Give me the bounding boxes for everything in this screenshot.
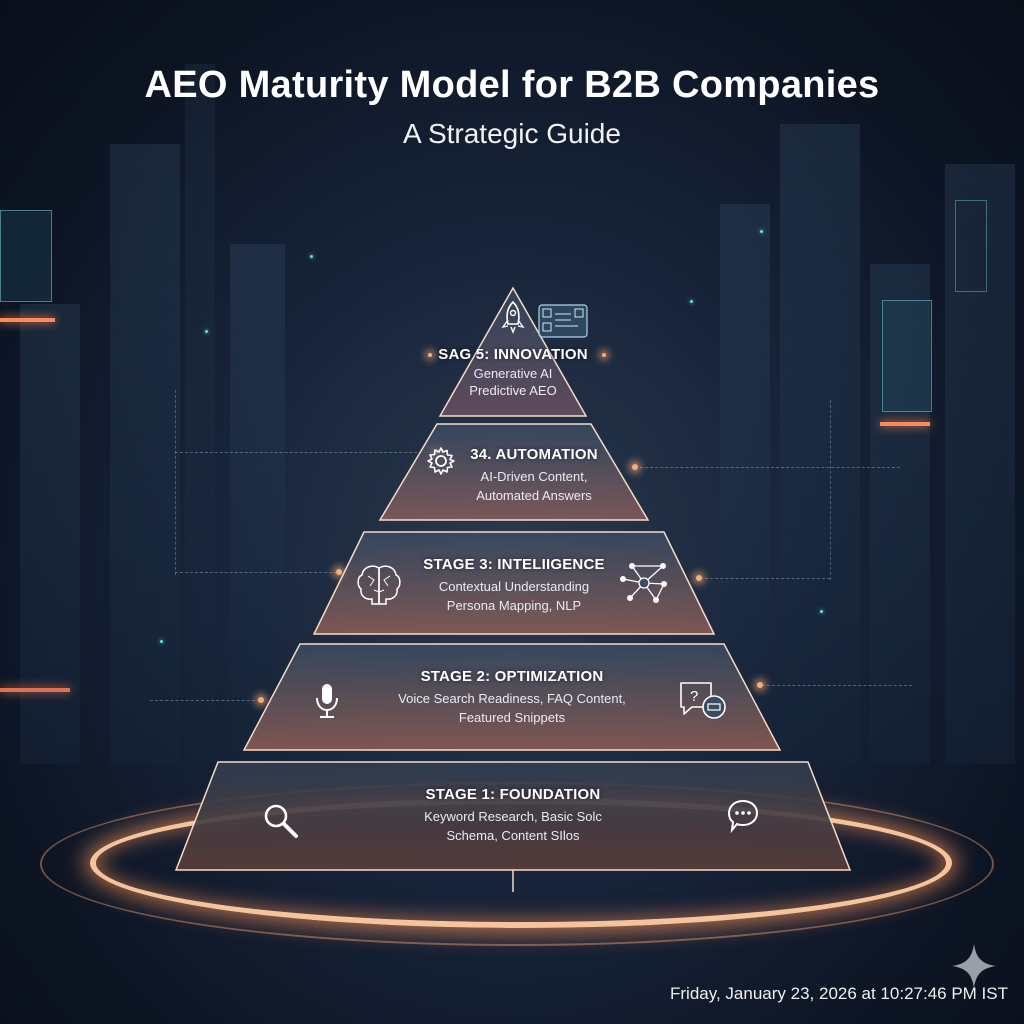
neon-accent <box>0 688 70 692</box>
stage-1-title: STAGE 1: FOUNDATION <box>425 786 601 803</box>
neon-accent <box>0 318 55 322</box>
tier-shape <box>242 643 782 751</box>
stage-5-desc-line-2: Predictive AEO <box>469 383 557 398</box>
connector-line <box>700 578 830 579</box>
particle <box>760 230 763 233</box>
connector-line <box>762 685 912 686</box>
magnifier-icon <box>264 804 298 838</box>
connector-line <box>175 390 176 575</box>
stage-3-desc-line-1: Contextual Understanding <box>438 579 590 594</box>
dashboard-panel-icon <box>538 304 588 338</box>
microphone-icon <box>316 684 338 718</box>
background-tower <box>20 304 80 764</box>
connector-line <box>640 467 900 468</box>
network-nodes-icon <box>620 563 667 603</box>
hud-panel <box>955 200 987 292</box>
sparkle-icon <box>952 944 996 988</box>
pyramid-tier-stage-2: ? STAGE 2: OPTIMIZATION Voice Search Rea… <box>242 643 782 751</box>
tier-shape <box>312 531 716 635</box>
tier-shape <box>378 423 650 521</box>
particle <box>160 640 163 643</box>
pyramid-tier-stage-4: 34. AUTOMATION AI-Driven Content, Automa… <box>378 423 650 521</box>
stage-1-desc-line-2: Schema, Content SIlos <box>446 828 580 843</box>
stage-3-desc-line-2: Persona Mapping, NLP <box>446 598 582 613</box>
chat-bubble-icon <box>727 799 759 834</box>
background-tower <box>780 124 860 764</box>
brain-icon <box>357 565 401 605</box>
particle <box>690 300 693 303</box>
stage-3-title: STAGE 3: INTELIIGENCE <box>423 556 605 573</box>
particle <box>205 330 208 333</box>
stage-1-desc-line-1: Keyword Research, Basic Solc <box>424 809 602 824</box>
svg-text:?: ? <box>690 688 698 705</box>
stage-5-title: SAG 5: INNOVATION <box>438 346 588 363</box>
pyramid-tier-stage-3: STAGE 3: INTELIIGENCE Contextual Underst… <box>312 531 716 635</box>
pyramid-tier-stage-1: STAGE 1: FOUNDATION Keyword Research, Ba… <box>174 761 852 892</box>
stage-4-desc-line-2: Automated Answers <box>476 488 592 503</box>
background-tower <box>110 144 180 764</box>
stage-2-desc-line-2: Featured Snippets <box>458 710 566 725</box>
connector-line <box>175 572 337 573</box>
stage-2-desc-line-1: Voice Search Readiness, FAQ Content, <box>398 691 626 706</box>
neon-accent <box>880 422 930 426</box>
timestamp: Friday, January 23, 2026 at 10:27:46 PM … <box>670 984 1008 1003</box>
connector-line <box>830 400 831 580</box>
particle <box>820 610 823 613</box>
hud-panel <box>882 300 932 412</box>
page-title: AEO Maturity Model for B2B Companies <box>144 64 880 106</box>
background-tower <box>945 164 1015 764</box>
background-tower <box>185 64 215 764</box>
hud-panel <box>0 210 52 302</box>
gear-icon <box>427 447 455 475</box>
pyramid-tier-stage-5: SAG 5: INNOVATION Generative AI Predicti… <box>438 286 588 417</box>
stage-4-desc-line-1: AI-Driven Content, <box>480 469 588 484</box>
tier-shape <box>438 286 588 417</box>
rocket-icon <box>501 300 525 334</box>
page-subtitle: A Strategic Guide <box>403 118 621 149</box>
stage-5-desc-line-1: Generative AI <box>473 366 553 381</box>
stage-4-title: 34. AUTOMATION <box>470 446 598 463</box>
particle <box>310 255 313 258</box>
stage-2-title: STAGE 2: OPTIMIZATION <box>420 668 604 685</box>
tier-shape <box>174 761 852 892</box>
faq-chat-icon: ? <box>680 682 726 719</box>
background-tower <box>870 264 930 764</box>
